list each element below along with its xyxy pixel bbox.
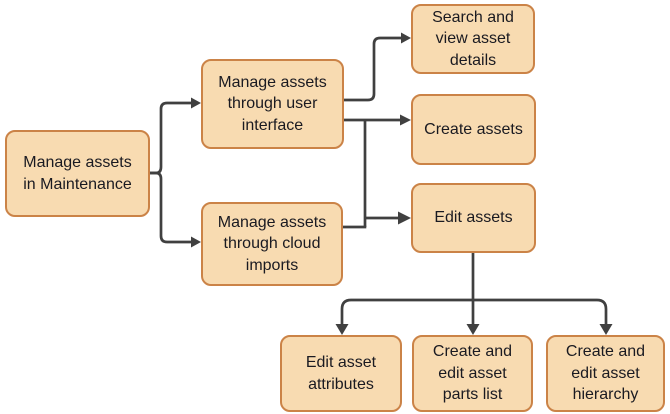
node-label: Edit assets [434,209,513,227]
edge-ui-to-create [343,114,411,126]
node-label: Edit asset attributes [305,353,377,393]
node-label: Create assets [424,120,523,138]
arrowhead-to-edit [398,211,411,225]
node-edit-asset-attributes: Edit asset attributes [280,335,402,412]
edge-root-to-cloud [150,171,201,248]
node-create-and-edit-asset-parts-list: Create and edit asset parts list [412,335,533,412]
arrowhead-ui-to-create [400,114,411,126]
node-manage-assets-through-cloud-imports: Manage assets through cloud imports [201,202,343,286]
node-manage-assets-through-user-interface: Manage assets through user interface [201,59,344,149]
node-create-assets: Create assets [411,94,536,165]
node-label: Manage assets in Maintenance [23,153,132,193]
arrowhead-edit-to-hierarchy [599,324,613,335]
node-label: Create and edit asset parts list [432,343,513,404]
node-label: Create and edit asset hierarchy [565,343,646,404]
arrowhead-edit-to-attributes [335,324,349,335]
node-manage-assets-in-maintenance: Manage assets in Maintenance [5,130,150,217]
node-search-and-view-asset-details: Search and view asset details [411,4,535,74]
node-label: Manage assets through cloud imports [217,213,327,274]
node-edit-assets: Edit assets [411,183,536,253]
arrowhead-ui-to-search [401,32,411,44]
node-label: Search and view asset details [432,8,514,69]
node-label: Manage assets through user interface [218,73,327,134]
edge-edit-to-children [335,253,613,335]
edge-ui-cloud-to-edit [343,120,411,229]
arrowhead-edit-to-parts [466,324,480,335]
arrowhead-root-to-ui [191,97,201,109]
arrowhead-root-to-cloud [191,236,201,248]
edge-root-to-ui [150,97,201,175]
edge-ui-to-search [343,32,411,102]
node-create-and-edit-asset-hierarchy: Create and edit asset hierarchy [546,335,665,412]
